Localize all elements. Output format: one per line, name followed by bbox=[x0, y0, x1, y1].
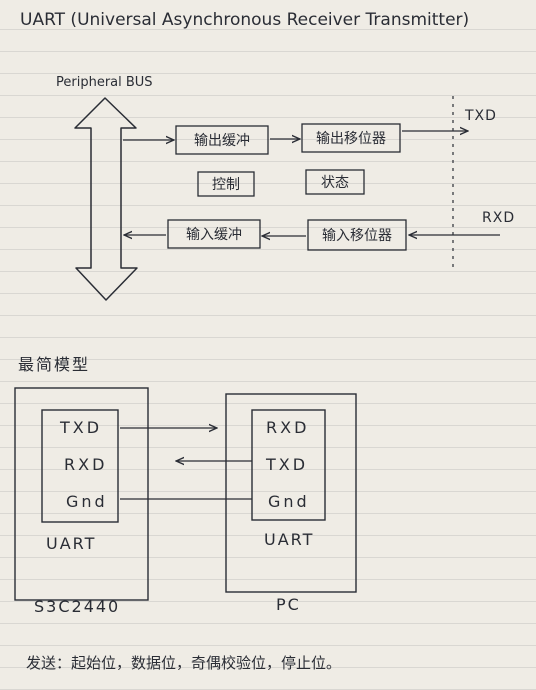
status-label: 状态 bbox=[321, 175, 349, 191]
left-pin-1: TXD bbox=[59, 418, 102, 437]
pc-uart-block bbox=[251, 409, 326, 521]
rx-shift-block bbox=[307, 219, 407, 251]
txd-label: TXD bbox=[464, 108, 497, 124]
s3c2440-uart-block bbox=[41, 409, 119, 523]
send-note: 发送：起始位，数据位，奇偶校验位，停止位。 bbox=[26, 654, 341, 672]
bus-label: Peripheral BUS bbox=[56, 75, 153, 90]
model-heading: 最简模型 bbox=[18, 355, 90, 374]
pc-board bbox=[225, 393, 357, 593]
s3c2440-board bbox=[14, 387, 149, 601]
right-pin-1: RXD bbox=[266, 418, 309, 437]
tx-shift-label: 输出移位器 bbox=[316, 131, 386, 147]
right-pin-3: Gnd bbox=[268, 492, 310, 511]
tx-buffer-block bbox=[175, 125, 269, 155]
status-block bbox=[305, 169, 365, 195]
tx-buffer-label: 输出缓冲 bbox=[194, 133, 250, 149]
left-pin-2: RXD bbox=[64, 455, 107, 474]
rx-buffer-block bbox=[167, 219, 261, 249]
page-title: UART (Universal Asynchronous Receiver Tr… bbox=[20, 10, 469, 30]
rx-buffer-label: 输入缓冲 bbox=[186, 227, 242, 243]
right-device-label: PC bbox=[276, 595, 301, 614]
right-uart-label: UART bbox=[264, 530, 314, 549]
control-block bbox=[197, 171, 255, 197]
rx-shift-label: 输入移位器 bbox=[322, 228, 392, 244]
left-pin-3: Gnd bbox=[66, 492, 108, 511]
left-device-label: S3C2440 bbox=[34, 597, 120, 616]
peripheral-bus-arrow bbox=[74, 97, 138, 301]
left-uart-label: UART bbox=[46, 534, 96, 553]
control-label: 控制 bbox=[212, 177, 240, 193]
right-pin-2: TXD bbox=[265, 455, 308, 474]
tx-shift-block bbox=[301, 123, 401, 153]
rxd-label: RXD bbox=[482, 210, 515, 226]
